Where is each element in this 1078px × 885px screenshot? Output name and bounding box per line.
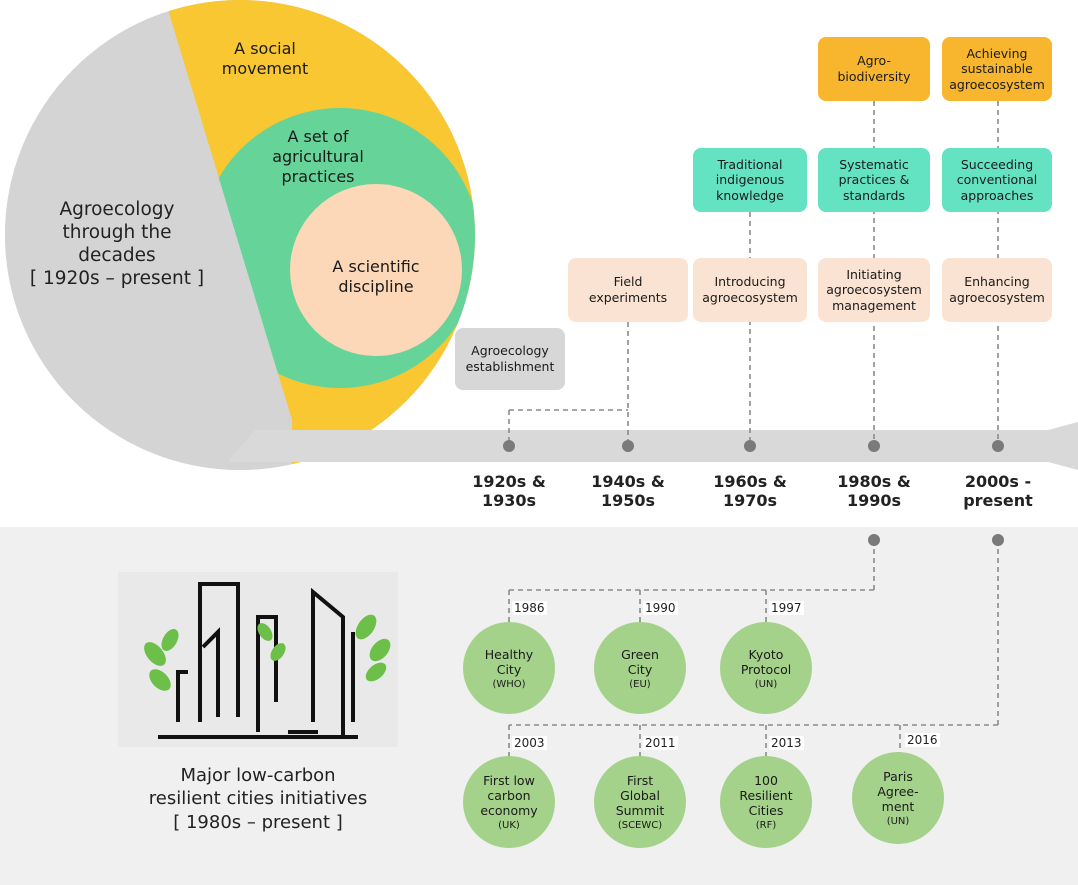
timeline-dot (503, 440, 515, 452)
timeline-dot (992, 534, 1004, 546)
timeline-arrow (228, 422, 1078, 470)
box-label: Enhancing agroecosystem (949, 274, 1045, 305)
box-label: Systematic practices & standards (838, 156, 910, 203)
initiative-circle: First Global Summit (SCEWC) (594, 756, 686, 848)
year-label: 1986 (512, 601, 547, 615)
initiative-circle: First low carbon economy (UK) (463, 756, 555, 848)
initiative-circle: 100 Resilient Cities (RF) (720, 756, 812, 848)
systematic-practices-box: Systematic practices & standards (818, 148, 930, 212)
year-label: 2003 (512, 736, 547, 750)
enhancing-agroecosystem-box: Enhancing agroecosystem (942, 258, 1052, 322)
initiative-org: (WHO) (492, 678, 526, 690)
initiative-name: Kyoto Protocol (740, 646, 792, 677)
timeline-dot (992, 440, 1004, 452)
box-label: Succeeding conventional approaches (956, 156, 1038, 203)
year-label: 2011 (643, 736, 678, 750)
period-label: 1960s & 1970s (713, 472, 787, 511)
timeline-dots (503, 440, 1004, 546)
year-label: 2013 (769, 736, 804, 750)
initiative-org: (UN) (886, 816, 910, 827)
low-carbon-city-icon (118, 572, 398, 747)
period-label: 2000s - present (963, 472, 1033, 511)
box-label: Initiating agroecosystem management (826, 266, 922, 313)
initiative-org: (UK) (498, 820, 520, 831)
box-label: Field experiments (588, 274, 668, 305)
year-label: 1990 (643, 601, 678, 615)
initiative-circle: Green City (EU) (594, 622, 686, 714)
initiative-name: Healthy City (484, 646, 534, 677)
discipline-layer (290, 184, 462, 356)
initiative-org: (RF) (755, 820, 777, 831)
discipline-label: A scientific discipline (332, 257, 420, 296)
initiative-org: (EU) (629, 678, 651, 690)
initiative-name: Green City (621, 646, 659, 677)
decades-title: Agroecology through the decades [ 1920s … (29, 199, 205, 290)
box-label: Introducing agroecosystem (702, 274, 798, 305)
initiating-management-box: Initiating agroecosystem management (818, 258, 930, 322)
agro-biodiversity-box: Agro- biodiversity (818, 37, 930, 101)
initiative-circle: Healthy City (WHO) (463, 622, 555, 714)
period-label: 1940s & 1950s (591, 472, 665, 511)
initiative-name: First Global Summit (615, 773, 665, 818)
decades-wedge (5, 0, 292, 470)
initiative-circle: Paris Agree- ment (UN) (852, 752, 944, 844)
period-label: 1980s & 1990s (837, 472, 911, 511)
box-label: Agroecology establishment (465, 343, 555, 374)
period-label: 1920s & 1930s (472, 472, 546, 511)
year-label: 1997 (769, 601, 804, 615)
initiative-org: (SCEWC) (617, 820, 663, 831)
succeeding-approaches-box: Succeeding conventional approaches (942, 148, 1052, 212)
initiative-name: Paris Agree- ment (877, 769, 919, 814)
introducing-agroecosystem-box: Introducing agroecosystem (693, 258, 807, 322)
social-movement-label: A social movement (221, 39, 309, 78)
initiative-org: (UN) (754, 678, 778, 690)
box-label: Agro- biodiversity (837, 53, 911, 84)
timeline-dot (622, 440, 634, 452)
practices-label: A set of agricultural practices (272, 127, 364, 186)
sustainable-agroecosystem-box: Achieving sustainable agroecosystem (942, 37, 1052, 101)
box-label: Traditional indigenous knowledge (715, 156, 785, 203)
initiative-name: 100 Resilient Cities (739, 773, 793, 818)
traditional-knowledge-box: Traditional indigenous knowledge (693, 148, 807, 212)
field-experiments-box: Field experiments (568, 258, 688, 322)
initiative-circle: Kyoto Protocol (UN) (720, 622, 812, 714)
initiative-name: First low carbon economy (480, 773, 538, 818)
cities-caption: Major low-carbon resilient cities initia… (148, 765, 368, 833)
timeline-dot (868, 534, 880, 546)
timeline-dot (868, 440, 880, 452)
agroecology-establishment-box: Agroecology establishment (455, 328, 565, 390)
year-label: 2016 (905, 733, 940, 747)
timeline-dot (744, 440, 756, 452)
box-label: Achieving sustainable agroecosystem (949, 45, 1045, 92)
